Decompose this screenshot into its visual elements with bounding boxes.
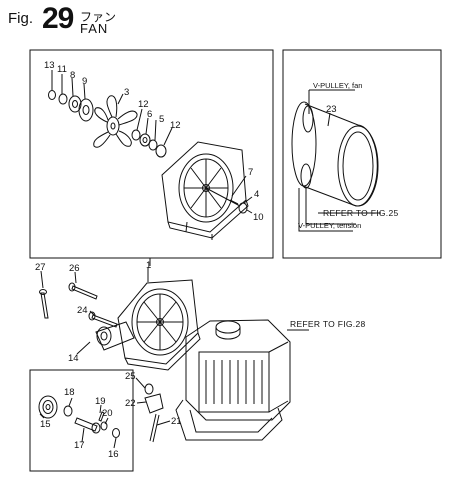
callout-15: 15 <box>40 419 51 430</box>
upper-right-detail-frame <box>282 49 442 259</box>
inset-detail-frame <box>29 369 134 472</box>
callout-26: 26 <box>69 263 80 274</box>
note-refer-fig-25: REFER TO FIG.25 <box>323 208 399 218</box>
callout-19: 19 <box>95 396 106 407</box>
callout-16: 16 <box>108 449 119 460</box>
callout-3: 3 <box>124 87 129 98</box>
callout-13: 13 <box>44 60 55 71</box>
callout-17: 17 <box>74 440 85 451</box>
nut-part-20 <box>100 421 108 431</box>
washer-part-18 <box>63 405 73 417</box>
fan-blade-part-3 <box>93 95 138 148</box>
figure-title-english: FAN <box>80 21 109 36</box>
figure-title-japanese: ファン <box>80 10 117 24</box>
pulley-part-15 <box>38 395 58 419</box>
bolt-part-25 <box>144 383 154 395</box>
lower-fan-assembly <box>39 268 309 443</box>
fan-support-part-14 <box>95 321 135 351</box>
callout-25: 25 <box>125 371 136 382</box>
radiator-assembly <box>175 319 291 441</box>
callout-10: 10 <box>253 212 264 223</box>
shaft-part-7 <box>205 187 241 207</box>
fan-shroud-part-1 <box>117 279 201 371</box>
callout-23: 23 <box>326 104 337 115</box>
washer-part-12-right <box>155 144 167 158</box>
washer-part-12-left <box>131 129 141 141</box>
pulley-part-8 <box>68 95 82 113</box>
spacer-part-5 <box>148 139 158 151</box>
callout-12-upper-left: 12 <box>138 99 149 110</box>
bolt-part-4 <box>229 199 239 205</box>
fan-exploded-assembly <box>48 70 253 240</box>
bolt-part-24 <box>91 314 118 328</box>
v-pulley-part-23 <box>291 101 317 187</box>
callout-18: 18 <box>64 387 75 398</box>
callout-11: 11 <box>57 64 67 75</box>
nut-part-10 <box>238 202 248 214</box>
bearing-part-6 <box>139 133 151 147</box>
bolt-part-27 <box>40 292 49 319</box>
callout-7: 7 <box>248 167 253 178</box>
arm-part-17 <box>74 417 98 432</box>
callout-6: 6 <box>147 109 152 120</box>
callout-12-upper-right: 12 <box>170 120 181 131</box>
tensioner-detail <box>38 395 120 449</box>
upper-left-detail-frame <box>29 49 274 259</box>
bolt-part-19 <box>98 411 105 422</box>
radiator-cap <box>215 320 241 334</box>
callout-4: 4 <box>254 189 259 200</box>
bolt-part-26 <box>71 285 98 300</box>
callout-21: 21 <box>171 416 182 427</box>
callout-9: 9 <box>82 76 87 87</box>
note-refer-fig-28: REFER TO FIG.28 <box>290 319 366 329</box>
washer-part-11 <box>58 93 68 105</box>
note-v-pulley-fan: V-PULLEY, fan <box>313 81 362 90</box>
bolt-part-16 <box>112 428 120 438</box>
flange-part-9 <box>78 98 94 122</box>
figure-prefix: Fig. <box>8 10 34 27</box>
callout-27: 27 <box>35 262 46 273</box>
callout-8: 8 <box>70 70 75 81</box>
v-pulley-detail <box>291 89 381 232</box>
note-v-pulley-tension: V-PULLEY, tension <box>298 221 361 230</box>
washer-part-13 <box>48 90 56 100</box>
rod-part-21 <box>149 413 160 443</box>
figure-number: 29 <box>42 2 74 35</box>
callout-20: 20 <box>102 408 113 419</box>
callout-24: 24 <box>77 305 88 316</box>
callout-1: 1 <box>146 260 151 271</box>
callout-14: 14 <box>68 353 79 364</box>
callout-5: 5 <box>159 114 164 125</box>
callout-22: 22 <box>125 398 136 409</box>
bracket-part-22 <box>144 393 164 414</box>
